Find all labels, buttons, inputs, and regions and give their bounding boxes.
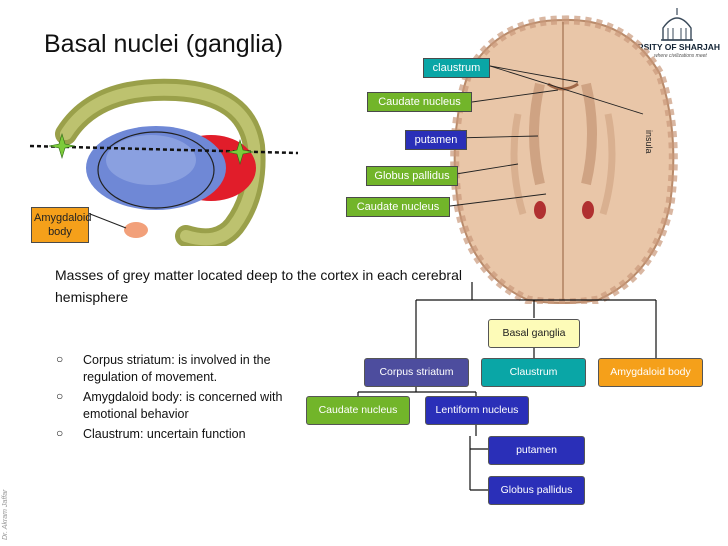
bullet-item: ○Amygdaloid body: is concerned with emot… — [56, 389, 283, 421]
claustrum-box: Claustrum — [481, 358, 586, 387]
logo-name: UNIVERSITY OF SHARJAH — [611, 42, 720, 52]
intro-text: Masses of grey matter located deep to th… — [55, 267, 462, 305]
circle-bullet-icon: ○ — [56, 352, 64, 366]
putamen-label: putamen — [405, 130, 467, 150]
lentiform-outline — [97, 131, 215, 209]
section-line — [29, 144, 299, 155]
amygdaloid-label: Amygdaloid body — [31, 207, 91, 243]
author-credit: Dr. Akram Jaffar — [2, 489, 9, 540]
star-icon — [226, 138, 254, 166]
bullet-item: ○Claustrum: uncertain function — [56, 426, 246, 441]
basal-ganglia-illustration — [29, 78, 299, 246]
insula-label: insula — [644, 130, 654, 154]
amygdaloid-body-box: Amygdaloid body — [598, 358, 703, 387]
university-dome-icon — [661, 8, 693, 41]
amygdala-pointer — [84, 211, 127, 229]
basal-ganglia-box: Basal ganglia — [488, 319, 580, 348]
pointer-lines — [449, 65, 644, 207]
star-icon — [48, 132, 76, 160]
claustrum-label: claustrum — [423, 58, 490, 78]
putamen-box: putamen — [488, 436, 585, 465]
globus-pallidus-box: Globus pallidus — [488, 476, 585, 505]
lentiform-nucleus-box: Lentiform nucleus — [425, 396, 529, 425]
bullet-list: ○Corpus striatum: is involved in the reg… — [56, 352, 316, 446]
bullet-item: ○Corpus striatum: is involved in the reg… — [56, 352, 271, 384]
corpus-striatum-box: Corpus striatum — [364, 358, 469, 387]
slide-title: Basal nuclei (ganglia) — [44, 30, 284, 58]
caudate-bottom-label: Caudate nucleus — [346, 197, 450, 217]
brain-section-illustration: insula — [449, 15, 678, 304]
circle-bullet-icon: ○ — [56, 426, 64, 440]
caudate-top-label: Caudate nucleus — [367, 92, 472, 112]
caudate-nucleus-box: Caudate nucleus — [306, 396, 410, 425]
amygdala-shape — [124, 222, 148, 238]
circle-bullet-icon: ○ — [56, 389, 64, 403]
logo-tagline: where civilizations meet — [654, 53, 707, 59]
globus-label: Globus pallidus — [366, 166, 458, 186]
